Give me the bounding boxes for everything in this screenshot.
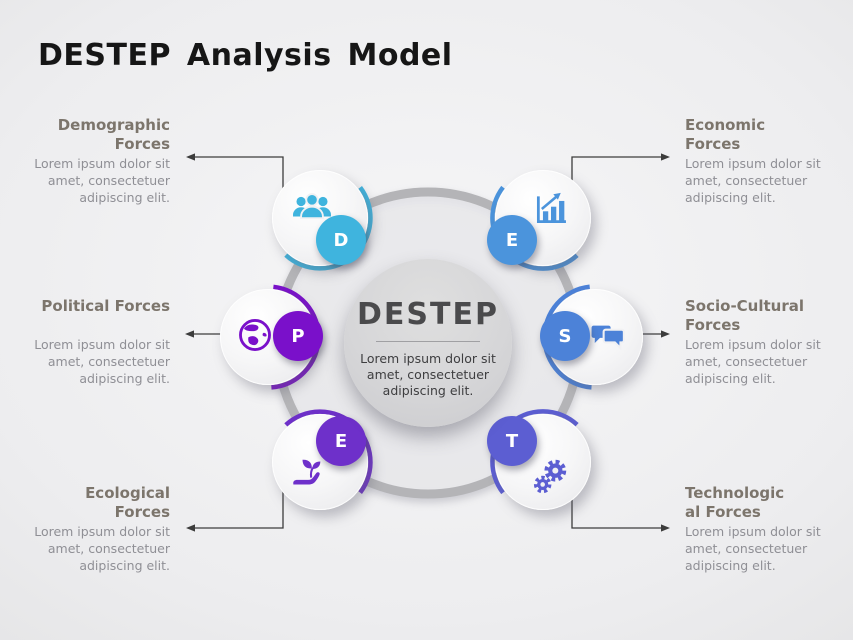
letter-badge-ecological: E	[316, 416, 366, 466]
section-description: Lorem ipsum dolor sit amet, consectetuer…	[34, 524, 170, 573]
center-title: DESTEP	[357, 297, 499, 332]
center-description: Lorem ipsum dolor sit amet, consectetuer…	[360, 351, 496, 398]
arrowhead-technological	[661, 524, 670, 532]
section-demographic: Demographic Forces Lorem ipsum dolor sit…	[15, 116, 170, 206]
badge-letter: S	[558, 325, 572, 347]
center-divider	[376, 341, 480, 342]
letter-badge-technological: T	[487, 416, 537, 466]
gear-small	[533, 475, 552, 494]
arrowhead-political	[185, 330, 194, 338]
section-heading: Ecological Forces	[85, 484, 170, 521]
section-ecological: Ecological Forces Lorem ipsum dolor sit …	[15, 484, 170, 574]
section-heading: Political Forces	[41, 297, 170, 315]
section-description: Lorem ipsum dolor sit amet, consectetuer…	[685, 156, 821, 205]
satellite-circle-political	[220, 289, 316, 385]
page-title: DESTEP Analysis Model	[38, 38, 453, 73]
section-heading: Technologic al Forces	[685, 484, 785, 521]
letter-badge-socio-cultural: S	[540, 311, 590, 361]
people-icon	[293, 193, 331, 220]
section-description: Lorem ipsum dolor sit amet, consectetuer…	[34, 156, 170, 205]
arrowhead-socio-cultural	[661, 330, 670, 338]
globe-icon	[239, 319, 271, 351]
hand-plant-icon	[293, 459, 321, 485]
section-heading: Economic Forces	[685, 116, 766, 153]
section-description: Lorem ipsum dolor sit amet, consectetuer…	[685, 337, 821, 386]
section-socio-cultural: Socio-Cultural Forces Lorem ipsum dolor …	[685, 297, 840, 387]
section-economic: Economic Forces Lorem ipsum dolor sit am…	[685, 116, 840, 206]
badge-letter: D	[333, 229, 349, 251]
letter-badge-political: P	[273, 311, 323, 361]
section-political: Political Forces Lorem ipsum dolor sit a…	[15, 297, 170, 387]
arrowhead-ecological	[186, 524, 195, 532]
badge-letter: E	[334, 430, 348, 452]
letter-badge-demographic: D	[316, 215, 366, 265]
section-technological: Technologic al Forces Lorem ipsum dolor …	[685, 484, 840, 574]
badge-letter: P	[291, 325, 305, 347]
center-circle: DESTEP Lorem ipsum dolor sit amet, conse…	[344, 259, 512, 427]
gears-icon	[533, 459, 567, 494]
arrowhead-economic	[661, 153, 670, 161]
connector-ecological	[195, 475, 284, 529]
bar-chart-icon	[536, 192, 566, 224]
letter-badge-economic: E	[487, 215, 537, 265]
section-heading: Socio-Cultural Forces	[685, 297, 805, 334]
badge-letter: T	[505, 430, 519, 452]
arrowhead-demographic	[186, 153, 195, 161]
gear-large	[544, 459, 567, 482]
connector-demographic	[195, 156, 284, 205]
chat-icon	[591, 325, 625, 351]
badge-letter: E	[505, 229, 519, 251]
section-description: Lorem ipsum dolor sit amet, consectetuer…	[34, 337, 170, 386]
section-heading: Demographic Forces	[57, 116, 170, 153]
section-description: Lorem ipsum dolor sit amet, consectetuer…	[685, 524, 821, 573]
